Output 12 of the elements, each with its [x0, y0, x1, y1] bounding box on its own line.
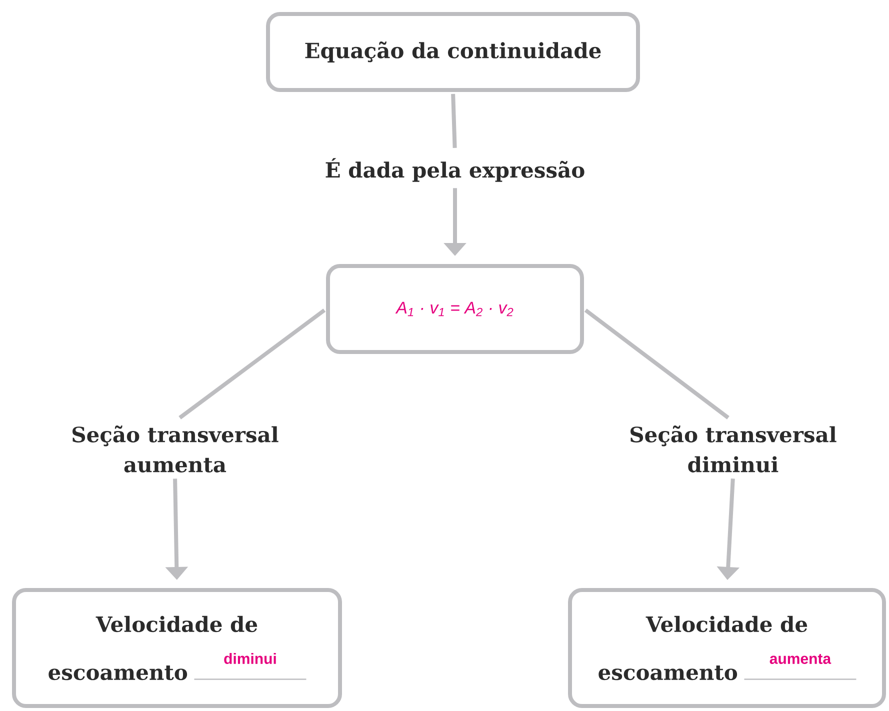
fill-in-line: aumenta: [744, 654, 856, 680]
formula-box: A$_{1}$ · v$_{1}$ = A$_{2}$ · v$_{2}$: [326, 264, 584, 354]
text-label: Seção transversal aumenta: [72, 426, 278, 472]
text-label: É dada pela expressão: [326, 158, 584, 182]
answer-box: Velocidade de escoamento diminui: [12, 588, 342, 708]
concept-box: Equação da continuidade: [266, 12, 640, 92]
text-label: Seção transversal diminui: [630, 426, 836, 472]
fill-in-line: diminui: [194, 652, 306, 680]
answer-box: Velocidade de escoamento aumenta: [568, 588, 886, 708]
connector-line: [451, 94, 457, 148]
connector-line: [584, 308, 730, 420]
connector-line: [178, 308, 326, 420]
